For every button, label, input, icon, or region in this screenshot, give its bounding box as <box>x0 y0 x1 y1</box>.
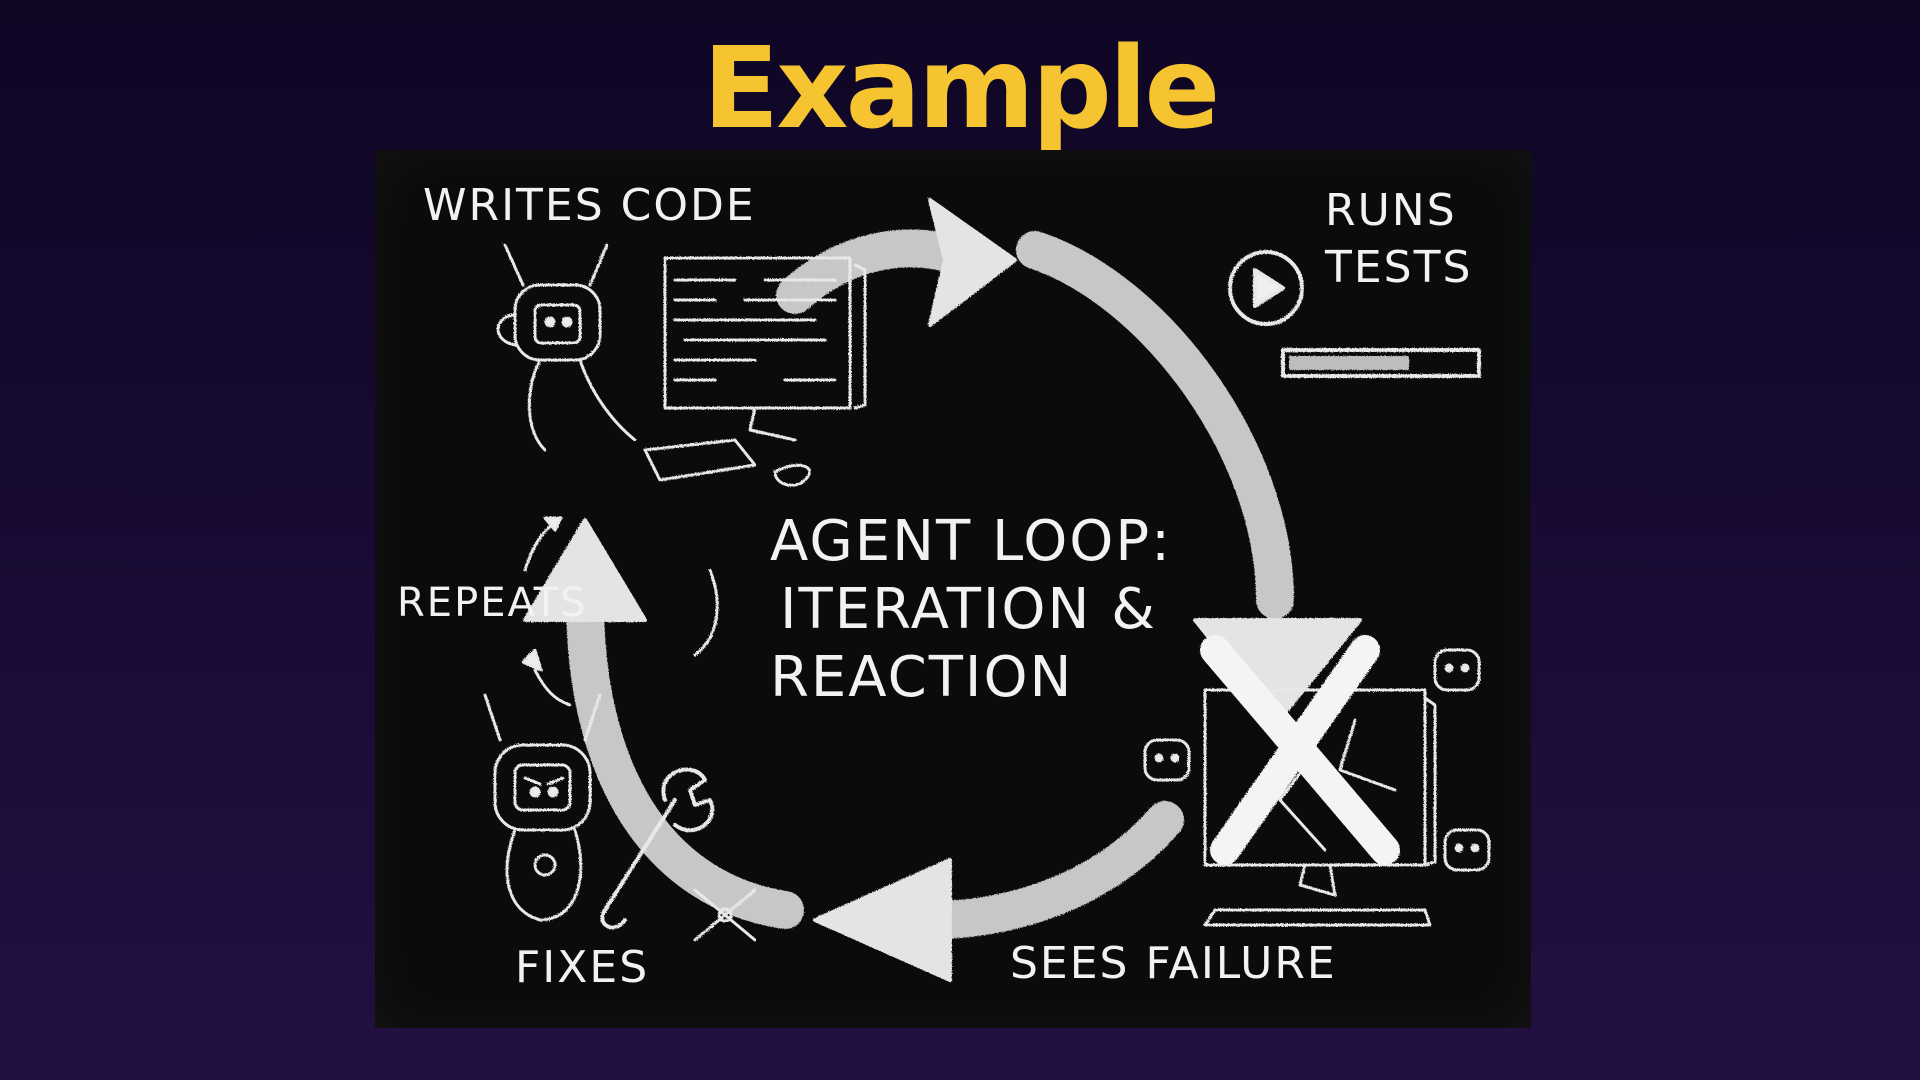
center-title-line3: REACTION <box>770 645 1074 710</box>
play-button-icon <box>1228 250 1304 326</box>
failure-x-icon <box>1200 635 1400 865</box>
step-sees-failure-label: SEES FAILURE <box>1010 938 1337 989</box>
loop-illustration <box>483 198 1491 982</box>
robot-coder-icon <box>496 243 637 452</box>
loop-arrows <box>566 229 1294 939</box>
arrow-top-left-segment <box>776 229 974 314</box>
wrench-icon <box>600 767 715 930</box>
arrow-left-segment <box>566 581 804 929</box>
center-title-line1: AGENT LOOP: <box>770 509 1172 574</box>
arrowhead-bottom <box>813 858 952 982</box>
monitor-code-icon <box>643 256 867 487</box>
arrow-heads <box>523 198 1362 982</box>
arrow-right-segment <box>1016 231 1294 619</box>
progress-bar-icon <box>1281 348 1481 378</box>
broken-monitor-icon <box>1203 688 1437 927</box>
step-runs-tests-label-line2: TESTS <box>1325 242 1473 293</box>
arrowhead-top <box>928 198 1017 327</box>
step-fixes-label: FIXES <box>515 942 650 993</box>
step-runs-tests-label-line1: RUNS <box>1325 185 1457 236</box>
tools-icon <box>693 888 757 942</box>
step-writes-code-label: WRITES CODE <box>423 180 756 231</box>
worried-robot-icons <box>1143 648 1491 872</box>
chalkboard: WRITES CODE RUNS TESTS REPEATS SEES FAIL… <box>375 150 1531 1028</box>
robot-fixer-icon <box>483 693 602 922</box>
page-title: Example <box>702 24 1221 154</box>
center-title-line2: ITERATION & <box>780 577 1157 642</box>
arrowhead-left <box>523 518 647 622</box>
repeat-arrows-icon <box>521 516 719 707</box>
arrow-bottom-segment <box>916 801 1184 939</box>
step-repeats-label: REPEATS <box>397 580 588 626</box>
